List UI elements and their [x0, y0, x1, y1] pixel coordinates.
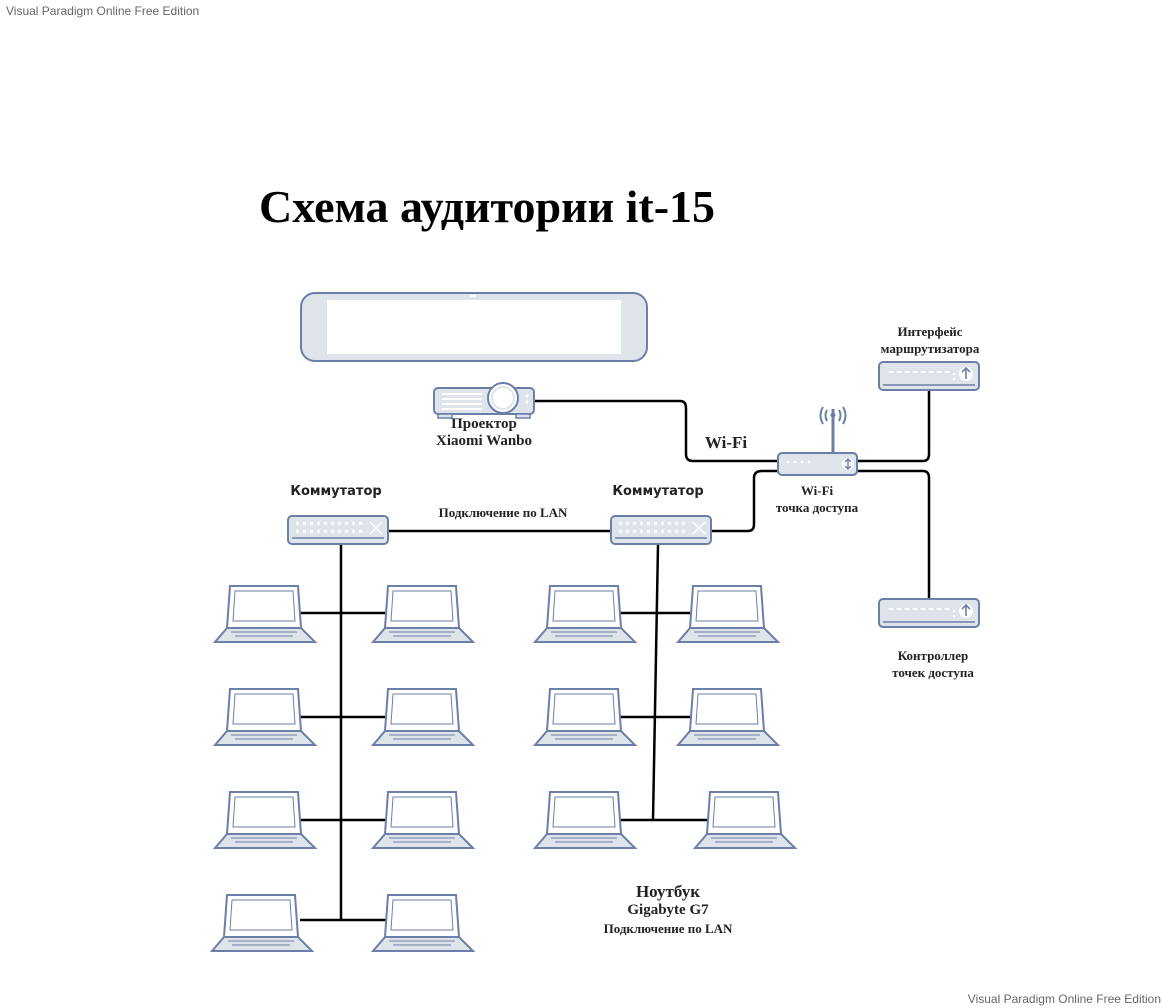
laptop-icon: [372, 894, 474, 952]
access-point-label: Wi-Fi точка доступа: [757, 482, 877, 516]
switch-left-label: Коммутатор: [290, 484, 382, 499]
switch-right-label: Коммутатор: [612, 484, 704, 499]
laptop-icon: [214, 585, 316, 643]
router-interface-label-line2: маршрутизатора: [880, 341, 980, 356]
controller-label: Контроллер точек доступа: [868, 647, 998, 681]
projector-label: Проектор Xiaomi Wanbo: [424, 416, 544, 450]
laptop-label-line1: Ноутбук: [635, 882, 701, 901]
laptop-icon: [211, 894, 313, 952]
laptop-icon: [372, 791, 474, 849]
laptop-icon: [677, 585, 779, 643]
wifi-router-icon: [777, 406, 858, 476]
diagram-title: Схема аудитории it-15: [259, 181, 716, 232]
laptop-label-line2: Gigabyte G7: [627, 902, 709, 918]
projector-label-line2: Xiaomi Wanbo: [436, 433, 532, 449]
router-icon: [878, 598, 980, 628]
router-icon: [878, 361, 980, 391]
access-point-label-line2: точка доступа: [775, 500, 859, 515]
laptop-label-line3: Подключение по LAN: [603, 921, 733, 936]
network-switch-icon: [610, 515, 712, 545]
laptop-icon: [534, 688, 636, 746]
laptop-icon: [214, 791, 316, 849]
laptop-label: Ноутбук Gigabyte G7 Подключение по LAN: [587, 882, 749, 937]
laptop-icon: [677, 688, 779, 746]
wifi-link-label: Wi-Fi: [704, 433, 748, 452]
router-interface-label: Интерфейс маршрутизатора: [868, 323, 992, 357]
watermark-bottom: Visual Paradigm Online Free Edition: [967, 992, 1161, 1006]
controller-label-line2: точек доступа: [892, 665, 974, 680]
projector-label-line1: Проектор: [451, 416, 517, 432]
laptop-icon: [534, 585, 636, 643]
screen-icon: [300, 292, 648, 362]
controller-label-line1: Контроллер: [897, 648, 969, 663]
projector-icon: [433, 382, 535, 419]
laptop-icon: [534, 791, 636, 849]
connection-lines: [300, 391, 931, 922]
network-switch-icon: [287, 515, 389, 545]
laptop-icon: [372, 688, 474, 746]
access-point-label-line1: Wi-Fi: [800, 483, 834, 498]
lan-link-label: Подключение по LAN: [438, 505, 568, 520]
laptop-icon: [694, 791, 796, 849]
laptop-icon: [372, 585, 474, 643]
router-interface-label-line1: Интерфейс: [897, 324, 963, 339]
watermark-top: Visual Paradigm Online Free Edition: [6, 4, 200, 18]
laptop-icon: [214, 688, 316, 746]
